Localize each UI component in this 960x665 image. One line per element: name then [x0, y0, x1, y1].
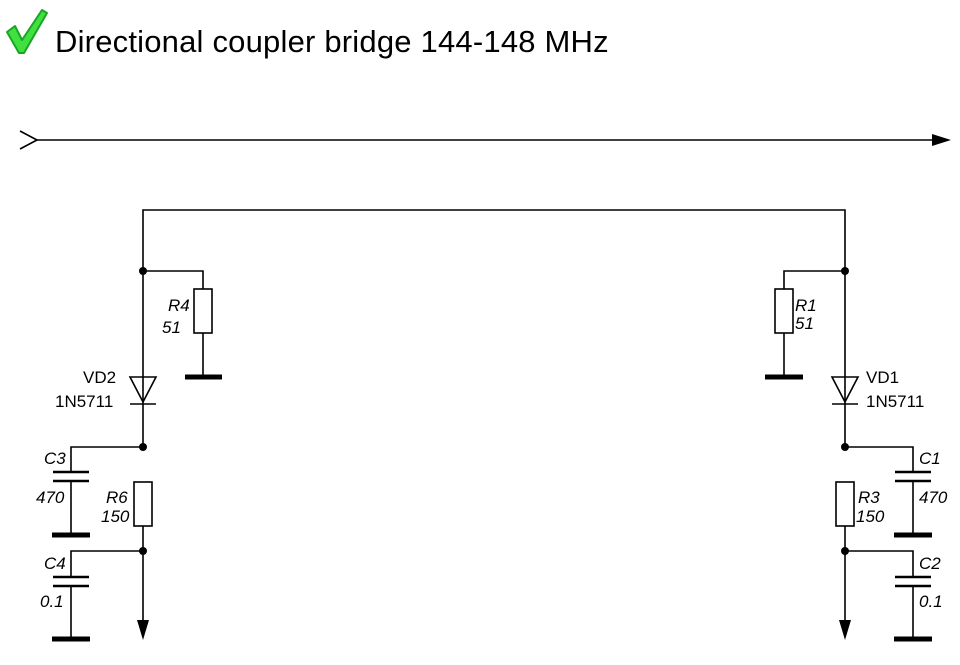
- resistor-R6: [133, 481, 153, 640]
- C4-value: 0.1: [40, 592, 64, 611]
- C3-value: 470: [36, 488, 65, 507]
- C2-ref: C2: [919, 554, 941, 573]
- R4-value: 51: [162, 318, 181, 337]
- R3-value: 150: [856, 507, 885, 526]
- R3-ref: R3: [858, 488, 880, 507]
- page-title: Directional coupler bridge 144-148 MHz: [55, 24, 609, 59]
- capacitor-C4: [52, 550, 143, 642]
- coupling-line: [142, 209, 846, 445]
- resistor-R3: [835, 481, 855, 640]
- R6-ref: R6: [106, 488, 128, 507]
- VD2-part: 1N5711: [55, 392, 113, 411]
- C1-value: 470: [919, 488, 948, 507]
- R1-ref: R1: [795, 296, 817, 315]
- C3-ref: C3: [44, 449, 66, 468]
- junction-dots: [139, 267, 849, 555]
- R4-ref: R4: [168, 296, 190, 315]
- C2-value: 0.1: [919, 592, 943, 611]
- resistor-R4: [143, 270, 222, 380]
- capacitor-C2: [845, 550, 932, 642]
- R6-value: 150: [101, 507, 130, 526]
- C4-ref: C4: [44, 554, 66, 573]
- VD1-ref: VD1: [866, 368, 899, 387]
- main-line: [19, 130, 951, 150]
- VD2-ref: VD2: [83, 368, 116, 387]
- VD1-part: 1N5711: [866, 392, 924, 411]
- capacitor-C1: [845, 446, 932, 538]
- diode-VD2: [128, 376, 158, 405]
- diode-VD1: [830, 376, 860, 405]
- checkmark-icon: [6, 9, 48, 54]
- resistor-R1: [765, 270, 845, 380]
- R1-value: 51: [795, 314, 814, 333]
- capacitor-C3: [52, 446, 143, 538]
- C1-ref: C1: [919, 449, 941, 468]
